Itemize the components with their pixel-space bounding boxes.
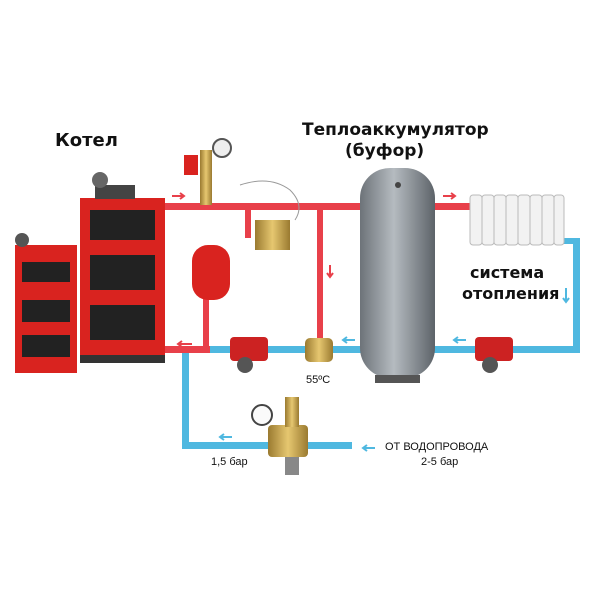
heating-label-line1: система (470, 263, 545, 282)
boiler-image (80, 172, 165, 363)
boiler-label: Котел (55, 130, 118, 151)
accumulator-label-line2: (буфор) (345, 141, 425, 161)
radiator-image (469, 194, 565, 246)
accumulator-tank-image (360, 168, 435, 383)
pump-right-image (475, 337, 513, 373)
mix-temperature-label: 55ºC (306, 374, 331, 386)
accumulator-label-line1: Теплоаккумулятор (302, 120, 489, 140)
flow-arrows (172, 192, 570, 452)
small-boiler-image (15, 233, 77, 373)
supply-pipes (160, 203, 472, 353)
safety-group-image (184, 138, 232, 205)
pump-left-image (230, 337, 268, 373)
make-up-valve-image (251, 397, 308, 475)
water-supply-label-line2: 2-5 бар (421, 456, 459, 468)
expansion-tank-image (192, 245, 230, 300)
water-supply-label-line1: ОТ ВОДОПРОВОДА (385, 441, 489, 453)
heating-label-line2: отопления (462, 284, 560, 303)
thermostatic-valve-image (239, 180, 300, 250)
three-way-valve-image (305, 338, 333, 362)
make-up-pressure-label: 1,5 бар (211, 456, 248, 468)
